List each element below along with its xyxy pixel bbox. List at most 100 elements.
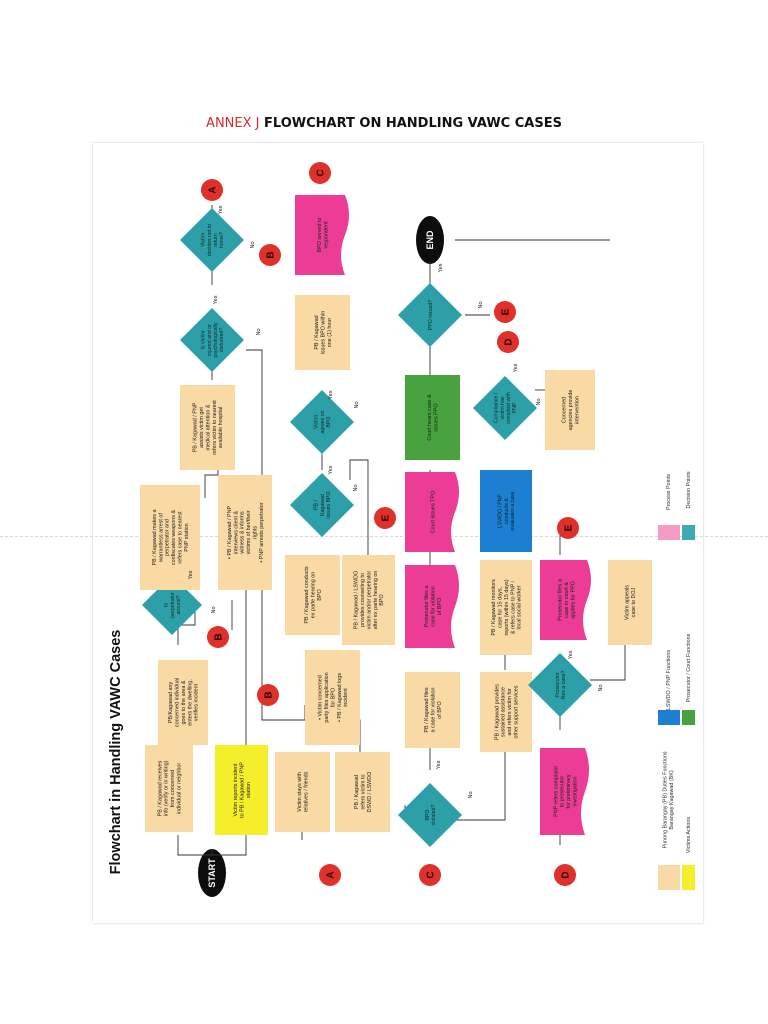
decision-files-case <box>528 653 592 717</box>
label-no-injured-text: No <box>256 328 262 335</box>
process-pb-provides-line: sustained assistance <box>501 687 507 737</box>
connector-d-2-text: D <box>561 871 572 878</box>
decision-perpetrator-line: Is <box>164 603 170 607</box>
decision-bpo-violated-line: violated? <box>431 805 437 826</box>
process-pb-receives-line: PB / Kagawad receives <box>157 760 163 816</box>
decision-perpetrator-line: perpetrator <box>170 592 176 618</box>
process-pnp-refers-line: investigation <box>572 777 578 807</box>
process-victim-reports-line: Victim reports incident <box>233 763 239 816</box>
decision-injured <box>180 308 244 372</box>
process-pb-receives <box>145 745 193 832</box>
connector-b-1-text: B <box>214 633 225 640</box>
legend-decision-swatch <box>682 525 695 540</box>
process-pb-arrest <box>140 485 200 590</box>
connector-a-1-line: A <box>208 186 219 193</box>
process-victim-stays-line: Victim stays with <box>297 772 303 812</box>
connector-c-2-line: C <box>426 871 437 878</box>
process-bpo-served <box>295 195 349 275</box>
decision-files-case-line: files a case? <box>561 670 567 699</box>
process-lswdo-pnp-line: conducts & <box>504 498 510 524</box>
process-pb-monitors-line: case for 15 days, <box>498 586 504 628</box>
connector-a-1 <box>201 179 223 201</box>
process-victim-applies <box>305 650 360 745</box>
process-court-tpo-text: Court issues TPO <box>430 491 436 533</box>
process-pnp-refers <box>540 748 589 835</box>
start-terminal <box>198 849 226 897</box>
legend-prosecutor-text: Prosecutor / Court Functions <box>686 633 692 702</box>
decision-return-line: decides not to <box>207 224 213 256</box>
label-yes-injured-line: Yes <box>213 295 219 304</box>
start-terminal-line: START <box>207 858 217 888</box>
process-pb-interviews-line: victims of her/their <box>246 510 252 554</box>
connector-d-2 <box>554 864 576 886</box>
label-no-bpo-text: No <box>353 484 359 491</box>
label-yes-bpo-line: Yes <box>328 465 334 474</box>
document-title: FLOWCHART ON HANDLING VAWC CASES <box>264 116 562 131</box>
decision-injured-line: Is victim <box>201 331 207 350</box>
process-pb-conducts <box>285 555 340 635</box>
process-pb-interviews-line: • PB / Kagawad / PNP <box>227 506 233 560</box>
connector-b-3-line: B <box>264 691 275 698</box>
connector-c-1-text: C <box>316 169 327 176</box>
legend-victim-swatch <box>682 865 695 890</box>
process-pb-goes-line: concerned individual <box>175 678 181 727</box>
decision-perpetrator-line: around? <box>176 595 182 614</box>
sheet-title-line: Flowchart in Handling VAWC Cases <box>108 630 124 875</box>
process-pb-provides-line: and refers victim for <box>507 688 513 736</box>
process-pb-provides-line: other support services <box>513 685 519 738</box>
connector-c-1 <box>309 162 331 184</box>
connector-a-2 <box>319 864 341 886</box>
process-pb-conducts-line: PB / Kagawad conducts <box>304 566 310 624</box>
process-pb-interviews-line: • PNP arrests perpetrator <box>259 502 265 562</box>
process-bpo-served-line: respondent <box>324 221 330 248</box>
process-pb-files <box>405 672 460 748</box>
label-yes-agrees-line: Yes <box>328 390 334 399</box>
process-pb-arrest-line: PNP station <box>184 523 190 551</box>
label-no-injured-line: No <box>256 328 262 335</box>
decision-return-line: return <box>213 233 219 247</box>
label-yes-files-line: Yes <box>568 650 574 659</box>
legend-lswdo-swatch <box>658 710 680 725</box>
process-lswdo-counsel-line: provides counseling to <box>360 573 366 627</box>
process-prosecutor-files-line: Prosecutor files a <box>424 586 430 628</box>
label-no-bpo-line: No <box>353 484 359 491</box>
process-prosecutor-files <box>405 565 459 648</box>
label-yes-violated-line: Yes <box>436 760 442 769</box>
label-yes-perpetrator-line: Yes <box>188 570 194 579</box>
process-pb-goes-line: PB/Kagawad any <box>168 682 174 724</box>
legend-decision-line: Decision Points <box>686 471 692 508</box>
decision-issues-bpo-line: PB / <box>314 500 320 510</box>
page-fold-line <box>0 536 768 537</box>
process-pb-receives-line: from concerned <box>170 770 176 807</box>
connector-e-2-text: E <box>501 308 512 315</box>
decision-return-line: Victim <box>201 233 207 247</box>
no-line <box>246 349 263 440</box>
process-pb-assists-line: refers victim to nearest <box>212 400 218 455</box>
process-agencies-line: agencies provide <box>568 390 574 431</box>
process-agencies <box>545 370 595 450</box>
process-pb-refers-line: refers victim to <box>360 774 366 809</box>
process-pb-monitors <box>480 560 532 655</box>
connector-a-1-text: A <box>208 186 219 193</box>
process-pb-interviews-line: rights <box>252 526 258 539</box>
process-lswdo-counsel-line: PB / Kagawad / LSWDO <box>354 571 360 629</box>
label-no-ppo-text: No <box>478 301 484 308</box>
decision-agrees-line: Victim <box>314 415 320 429</box>
process-victim-reports-line: to PB / Kagawad / PNP <box>239 762 245 818</box>
connector-d-1 <box>497 331 519 353</box>
legend-prosecutor-line: Prosecutor / Court Functions <box>686 633 692 702</box>
process-lswdo-pnp-line: evaluates a case <box>510 491 516 530</box>
decision-compliant-line: victim has <box>500 396 506 419</box>
sheet-title-text: Flowchart in Handling VAWC Cases <box>108 630 124 875</box>
process-agencies-line: Concerned <box>562 397 568 423</box>
process-pb-goes-line: goes to the area & <box>181 680 187 724</box>
process-pb-issues-bpo-line: one (1) hour <box>327 318 333 348</box>
legend-lswdo-line: LSWDO / PNP Functions <box>666 650 672 710</box>
